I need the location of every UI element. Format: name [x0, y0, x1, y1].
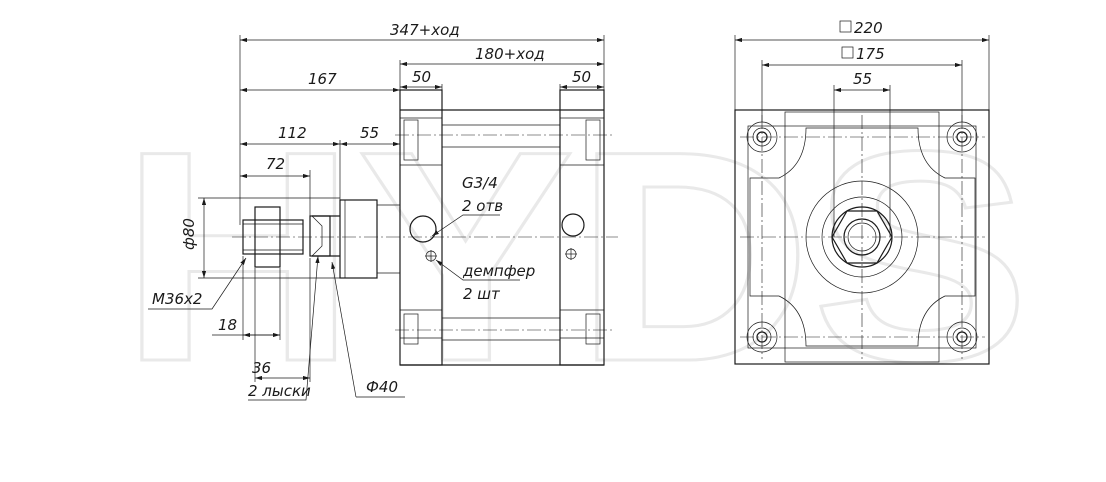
dim-body-length: 180+ход: [475, 45, 545, 63]
dim-center-boss: 55: [853, 70, 872, 88]
dim-rod-to-neck: 112: [278, 124, 307, 142]
callout-damper-count: 2 шт: [463, 285, 501, 303]
dim-front-cover: 50: [412, 68, 431, 86]
dim-overall-length: 347+ход: [390, 21, 460, 39]
port-rear: [561, 213, 585, 260]
gland: [339, 199, 400, 279]
dim-wrench-flats-note: 2 лыски: [248, 382, 311, 400]
dim-rod-extension: 167: [308, 70, 337, 88]
dim-neck: 55: [360, 124, 379, 142]
callout-damper: демпфер: [462, 262, 535, 280]
dim-square-inner: 175: [856, 45, 885, 63]
dim-rear-cover: 50: [572, 68, 591, 86]
dim-wrench-flats: 36: [252, 359, 271, 377]
dim-rod-diameter: Ф40: [366, 378, 398, 396]
dim-wrench-offset: 72: [266, 155, 285, 173]
side-dimensions: [148, 35, 605, 401]
front-view: 220 175 55: [734, 19, 990, 365]
callout-ports: G3/4: [462, 174, 498, 192]
callout-ports-count: 2 отв: [462, 197, 503, 215]
side-view: 347+ход 180+ход 50 50 167 112 55 72 ф80 …: [148, 21, 618, 401]
dim-square-outer: 220: [854, 19, 883, 37]
dim-thread: М36х2: [152, 290, 202, 308]
dim-thread-length: 18: [218, 316, 237, 334]
port-front: [409, 215, 437, 262]
dim-bore-diameter: ф80: [180, 218, 198, 250]
cylinder-body: [395, 89, 612, 366]
